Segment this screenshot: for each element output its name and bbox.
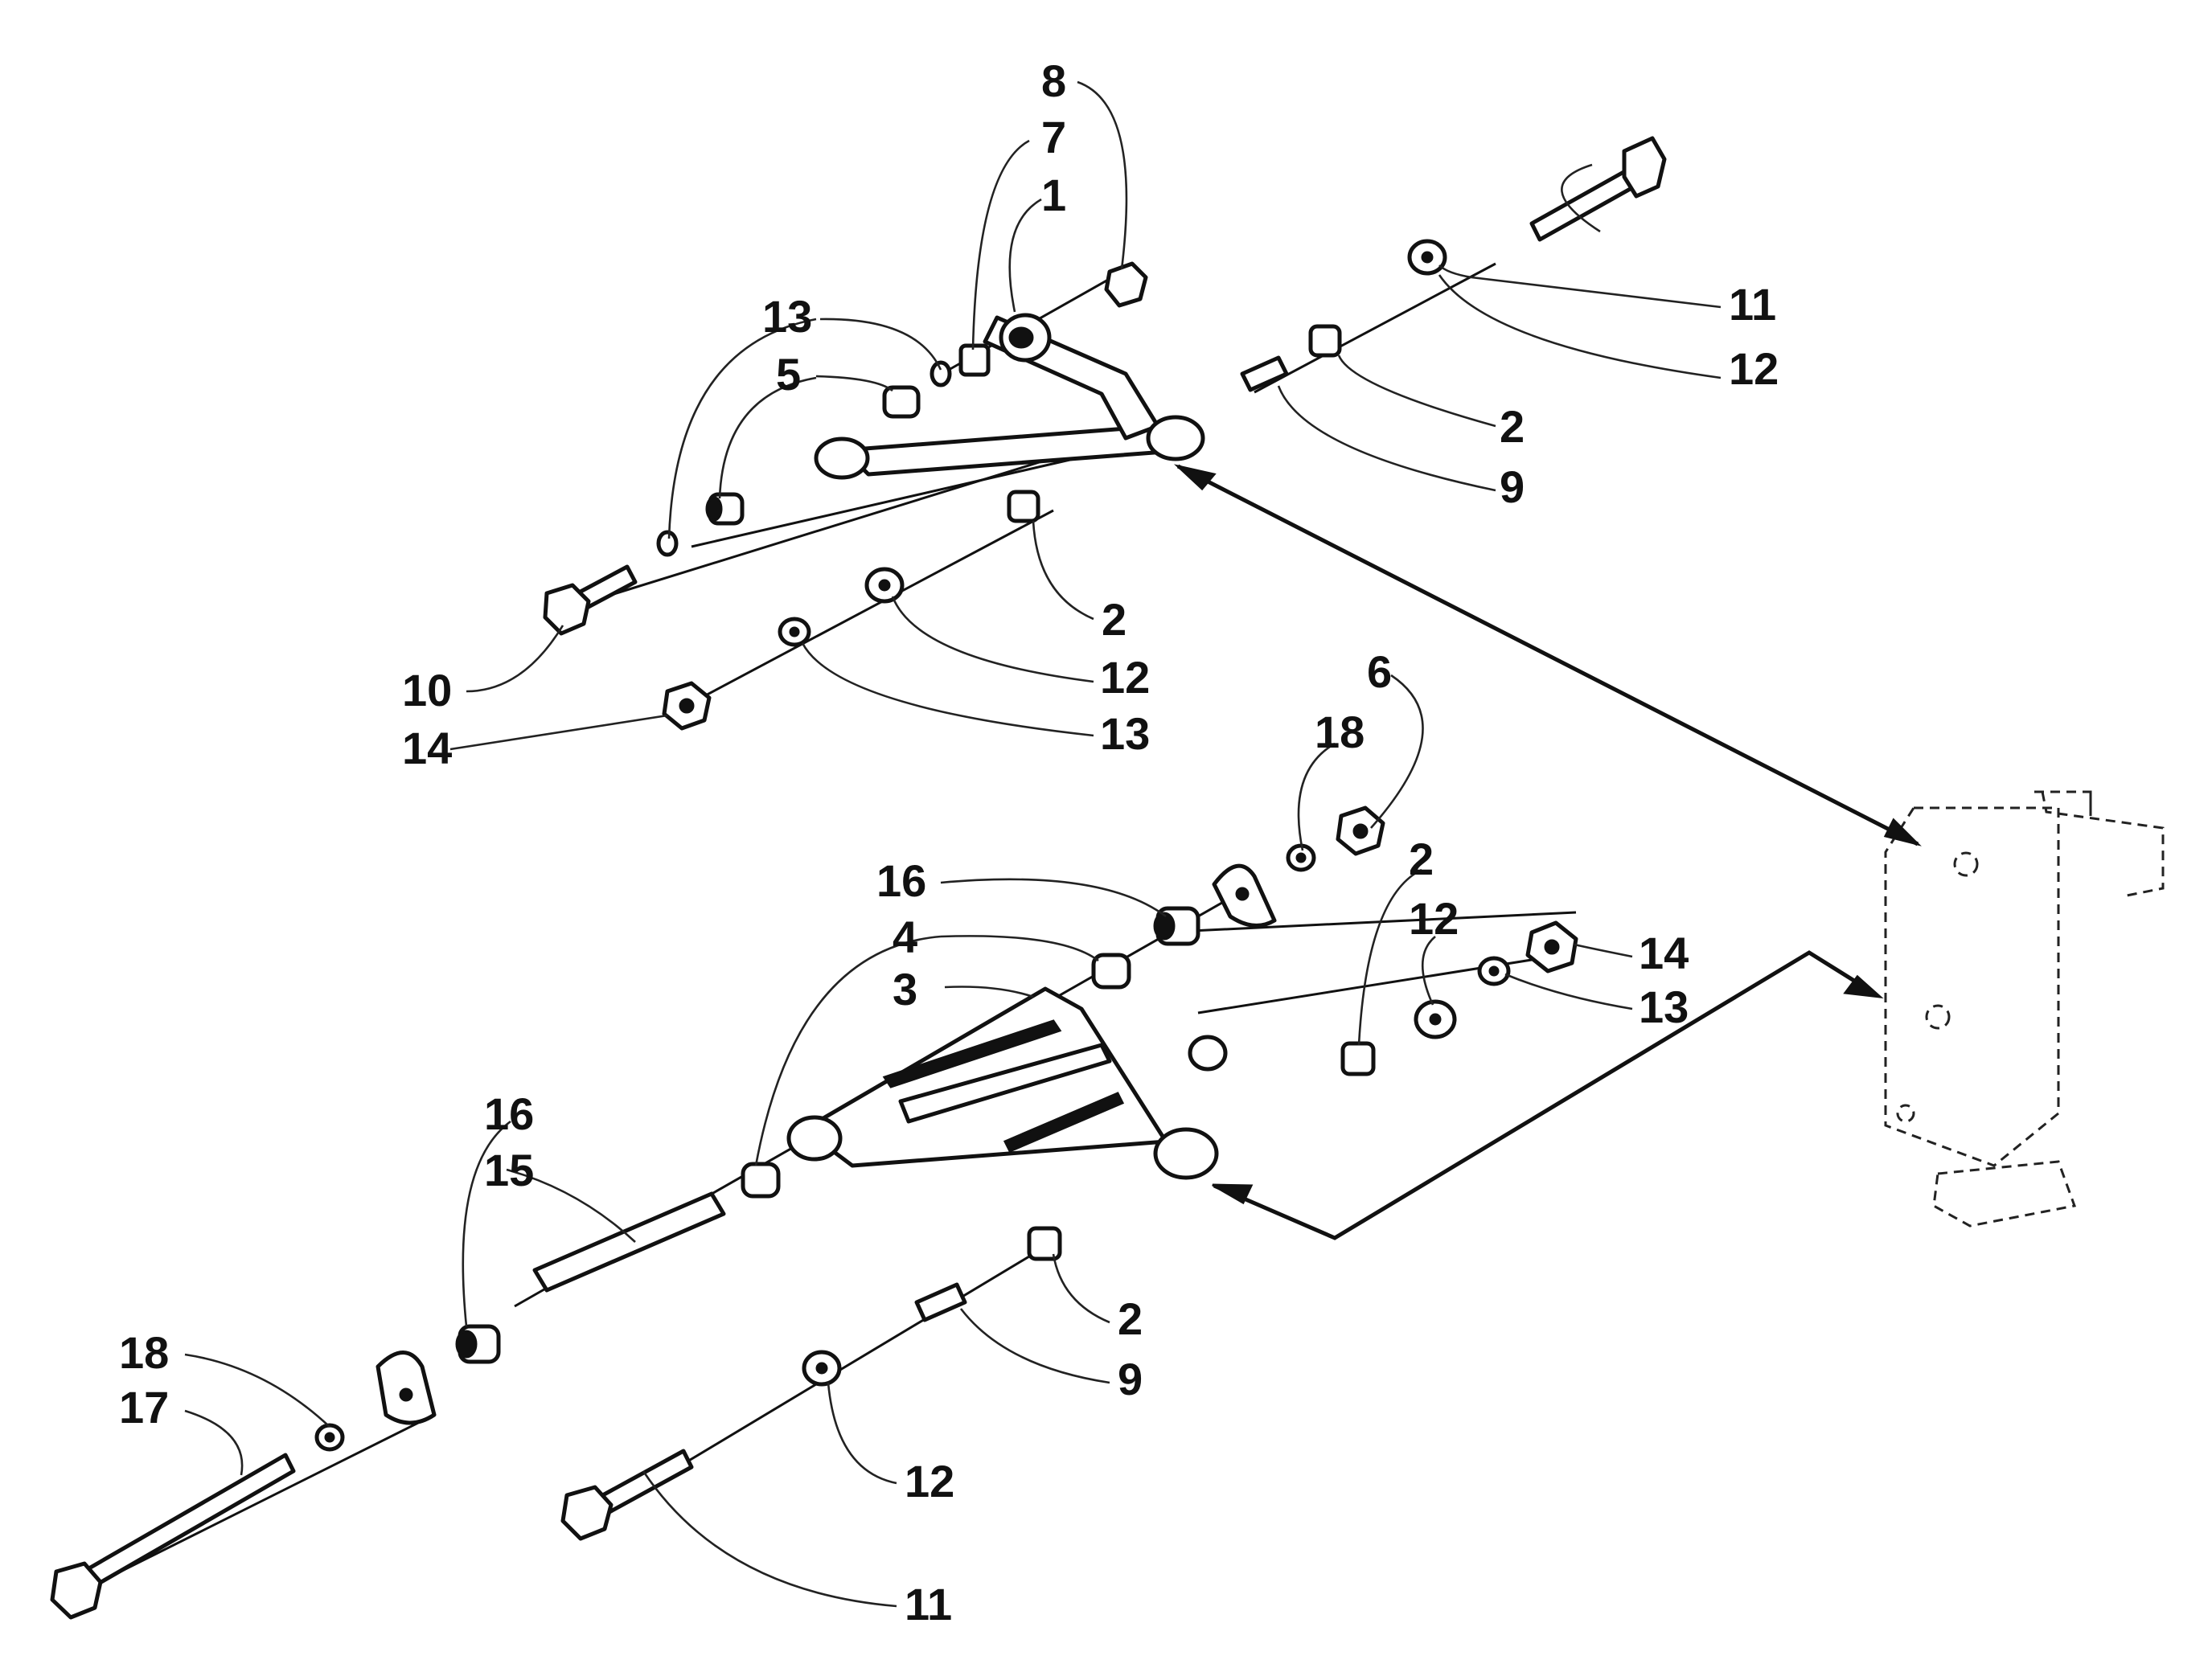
nut-7 bbox=[958, 343, 991, 377]
callout-2-upper-right: 2 bbox=[1500, 401, 1525, 452]
bushing-5-lower bbox=[705, 492, 745, 526]
upper-arrowhead-left bbox=[1173, 464, 1217, 491]
lockwasher-13-lower bbox=[1477, 956, 1511, 986]
callout-3: 3 bbox=[893, 964, 917, 1014]
lockwasher-13-upper-a bbox=[930, 360, 952, 387]
spacer-4-lower bbox=[741, 1162, 781, 1199]
lockwasher-18-lower bbox=[314, 1423, 345, 1452]
lockwasher-18-upper bbox=[1286, 843, 1316, 872]
cam-plate-lower bbox=[376, 1351, 437, 1425]
washer-12-lower-right bbox=[1414, 999, 1457, 1039]
lower-a-arm-assembly bbox=[50, 805, 1578, 1620]
spacer-2-upper-right bbox=[1308, 324, 1342, 358]
bushing-5-upper bbox=[882, 385, 921, 419]
callout-6: 6 bbox=[1367, 646, 1392, 697]
upper-arrowhead-right bbox=[1883, 818, 1922, 846]
nut-6 bbox=[1336, 805, 1385, 856]
callout-4: 4 bbox=[893, 912, 917, 962]
callouts: 8 7 1 13 5 11 12 2 9 2 12 13 10 14 6 18 … bbox=[119, 55, 1779, 1629]
bushing-16-lower bbox=[455, 1324, 501, 1364]
nut-14-lower bbox=[1525, 920, 1578, 973]
spacer-2-upper-left bbox=[1007, 490, 1040, 523]
spacer-2-lower-left bbox=[1027, 1226, 1062, 1261]
callout-1: 1 bbox=[1041, 170, 1066, 220]
callout-13-lower: 13 bbox=[1639, 982, 1689, 1032]
callout-2-lower-right: 2 bbox=[1409, 834, 1434, 884]
lower-arrowhead-left bbox=[1212, 1183, 1254, 1205]
lower-arrowhead-right bbox=[1843, 974, 1884, 999]
upper-a-arm bbox=[814, 313, 1205, 480]
lower-a-arm bbox=[786, 986, 1228, 1180]
lower-connection-line bbox=[1213, 950, 1875, 1240]
callout-11-upper: 11 bbox=[1729, 279, 1776, 330]
callout-13-upper-a: 13 bbox=[762, 291, 812, 342]
lockwasher-13-upper-c bbox=[778, 617, 811, 647]
washer-12-lower-left bbox=[802, 1350, 842, 1387]
washer-12-upper-right bbox=[1407, 239, 1447, 276]
callout-11-lower: 11 bbox=[905, 1579, 952, 1629]
washer-12-upper-left bbox=[864, 567, 905, 604]
spacer-4-upper bbox=[1091, 953, 1131, 990]
callout-16-lower: 16 bbox=[484, 1088, 534, 1139]
callout-13-upper-c: 13 bbox=[1100, 708, 1150, 759]
sleeve-9-upper bbox=[1240, 355, 1289, 392]
tube-15 bbox=[532, 1191, 726, 1293]
callout-9-upper: 9 bbox=[1500, 461, 1525, 512]
nut-8 bbox=[1104, 261, 1148, 308]
callout-16-upper: 16 bbox=[876, 855, 926, 906]
callout-15: 15 bbox=[484, 1145, 534, 1195]
callout-12-upper-right: 12 bbox=[1729, 343, 1779, 394]
callout-7: 7 bbox=[1041, 112, 1066, 162]
bolt-17 bbox=[50, 1453, 296, 1620]
callout-5: 5 bbox=[776, 349, 801, 400]
callout-2-upper-left: 2 bbox=[1102, 594, 1127, 645]
callout-12-lower-left: 12 bbox=[905, 1456, 954, 1506]
callout-14-lower: 14 bbox=[1639, 928, 1689, 978]
nut-14-upper bbox=[662, 681, 712, 731]
upper-ball-joint-hole bbox=[1953, 851, 1979, 877]
upper-rear-axis-extension bbox=[1254, 262, 1496, 394]
lockwasher-13-upper-b bbox=[656, 530, 679, 557]
bushing-16-upper bbox=[1153, 906, 1200, 946]
callout-10: 10 bbox=[402, 665, 452, 715]
upper-a-arm-assembly bbox=[543, 136, 1667, 731]
callout-9-lower: 9 bbox=[1118, 1354, 1143, 1404]
bolt-11-lower bbox=[560, 1449, 694, 1541]
leader-lines bbox=[184, 80, 1722, 1608]
callout-17: 17 bbox=[119, 1382, 169, 1433]
callout-12-upper-left: 12 bbox=[1100, 652, 1150, 703]
cam-plate-upper bbox=[1212, 863, 1277, 928]
upper-lower-axis bbox=[675, 509, 1054, 713]
upper-connection-line bbox=[1176, 464, 1919, 846]
callout-18-lower: 18 bbox=[119, 1327, 169, 1378]
sleeve-9-lower bbox=[914, 1282, 967, 1322]
callout-18-upper: 18 bbox=[1315, 707, 1365, 757]
callout-2-lower-left: 2 bbox=[1118, 1293, 1143, 1344]
callout-8: 8 bbox=[1041, 55, 1066, 106]
bolt-11-upper bbox=[1529, 136, 1667, 242]
connection-arrows bbox=[1173, 464, 1922, 1240]
callout-12-lower-right: 12 bbox=[1409, 893, 1459, 944]
bolt-10 bbox=[543, 564, 638, 636]
lower-front-axis bbox=[1157, 911, 1577, 934]
lower-ball-joint-hole bbox=[1925, 1004, 1951, 1030]
spacer-2-lower-right bbox=[1340, 1041, 1376, 1076]
callout-14-upper: 14 bbox=[402, 723, 452, 773]
spindle-reference-dashed bbox=[1884, 790, 2165, 1228]
